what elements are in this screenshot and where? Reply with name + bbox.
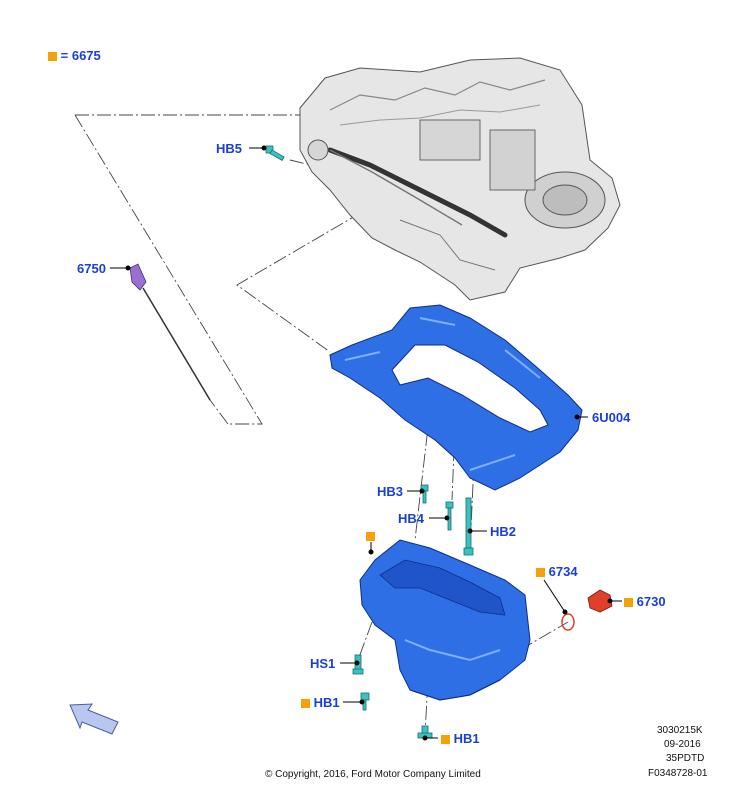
- callout-hb1-left: HB1: [301, 696, 340, 710]
- callout-6730-label: 6730: [636, 594, 666, 609]
- callout-hb4: HB4: [398, 511, 425, 526]
- bolt-hb1-left: [360, 692, 370, 711]
- legend-square-icon: [536, 568, 545, 577]
- bolt-hb2: [463, 497, 474, 556]
- callout-6730: 6730: [624, 595, 666, 609]
- bolt-hb5: [265, 145, 285, 162]
- callout-hb1-bottom-label: HB1: [453, 731, 480, 746]
- ladder-frame-6u004: [329, 304, 583, 491]
- view-direction-arrow-icon: [69, 703, 119, 735]
- callout-6750: 6750: [77, 261, 106, 276]
- legend-square-icon: [48, 52, 57, 61]
- callout-hb3: HB3: [377, 484, 404, 499]
- bolt-hb3: [420, 484, 429, 504]
- drain-plug-6730: [561, 589, 613, 631]
- ref-code-3: 35PDTD: [666, 753, 705, 764]
- legend-square-icon: [441, 735, 450, 744]
- leader-lines: [110, 145, 622, 741]
- legend-equals: =: [60, 48, 69, 63]
- callout-hs1: HS1: [310, 656, 336, 671]
- legend-square-icon: [301, 699, 310, 708]
- legend-square-icon: [624, 598, 633, 607]
- callout-marker-pan: [366, 529, 375, 543]
- ref-code-2: 09-2016: [664, 739, 701, 750]
- legend: = 6675: [48, 49, 101, 63]
- engine-block: [299, 57, 621, 301]
- legend-part-number: 6675: [71, 48, 101, 63]
- oil-pan: [359, 539, 531, 701]
- dipstick-6750: [129, 263, 211, 401]
- ref-code-1: 3030215K: [657, 725, 703, 736]
- legend-square-icon: [366, 532, 375, 541]
- ref-code-4: F0348728-01: [648, 768, 708, 779]
- callout-6u004: 6U004: [592, 410, 631, 425]
- callout-hb1-bottom: HB1: [441, 732, 480, 746]
- callout-6734: 6734: [536, 565, 578, 579]
- callout-6734-label: 6734: [548, 564, 578, 579]
- callout-hb2: HB2: [490, 524, 517, 539]
- callout-hb1-left-label: HB1: [313, 695, 340, 710]
- callout-hb5: HB5: [216, 141, 243, 156]
- copyright-text: © Copyright, 2016, Ford Motor Company Li…: [265, 769, 481, 780]
